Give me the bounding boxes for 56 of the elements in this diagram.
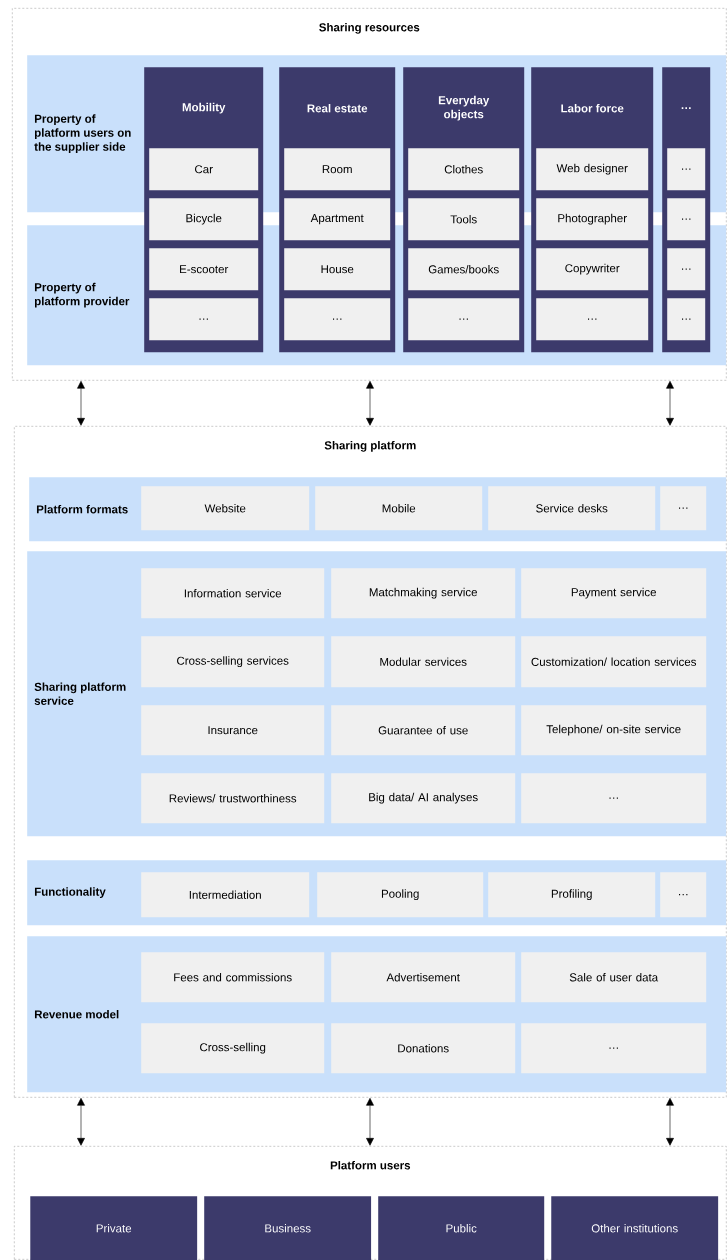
item-box: Room bbox=[284, 148, 391, 191]
item-box: Car bbox=[149, 148, 259, 191]
double-arrow bbox=[666, 380, 674, 426]
item-box: Photographer bbox=[536, 198, 649, 241]
item-box: Matchmaking service bbox=[331, 568, 516, 619]
item-box: Insurance bbox=[141, 705, 325, 756]
item-box: Mobile bbox=[315, 486, 483, 531]
item-box: Advertisement bbox=[331, 952, 516, 1003]
item-box: … bbox=[408, 298, 520, 341]
item-box: Tools bbox=[408, 198, 520, 241]
item-box: … bbox=[521, 1023, 707, 1074]
double-arrow bbox=[366, 380, 374, 426]
item-box: E-scooter bbox=[149, 248, 259, 291]
item-box: Web designer bbox=[536, 148, 649, 191]
item-box: Games/books bbox=[408, 248, 520, 291]
double-arrow bbox=[77, 1098, 85, 1146]
item-box: Telephone/ on-site service bbox=[521, 705, 707, 756]
item-box: Modular services bbox=[331, 636, 516, 688]
item-box: Cross-selling services bbox=[141, 636, 325, 688]
item-box: Apartment bbox=[284, 198, 391, 241]
item-box: Copywriter bbox=[536, 248, 649, 291]
item-box: Fees and commissions bbox=[141, 952, 325, 1003]
item-box: Payment service bbox=[521, 568, 707, 619]
item-box: … bbox=[521, 773, 707, 824]
item-box: Information service bbox=[141, 568, 325, 619]
item-box: Donations bbox=[331, 1023, 516, 1074]
item-box: … bbox=[667, 198, 706, 241]
item-box: … bbox=[667, 298, 706, 341]
double-arrow bbox=[666, 1098, 674, 1146]
item-box: Reviews/ trustworthiness bbox=[141, 773, 325, 824]
item-box: Clothes bbox=[408, 148, 520, 191]
item-box: … bbox=[660, 872, 707, 918]
item-box: Sale of user data bbox=[521, 952, 707, 1003]
item-box: Cross-selling bbox=[141, 1023, 325, 1074]
double-arrow bbox=[366, 1098, 374, 1146]
user-group-box: Other institutions bbox=[551, 1196, 719, 1260]
item-box: Customization/ location services bbox=[521, 636, 707, 688]
double-arrow bbox=[77, 380, 85, 426]
user-group-box: Private bbox=[30, 1196, 198, 1260]
item-box: House bbox=[284, 248, 391, 291]
item-box: … bbox=[149, 298, 259, 341]
item-box: … bbox=[284, 298, 391, 341]
user-group-box: Public bbox=[378, 1196, 545, 1260]
item-box: … bbox=[536, 298, 649, 341]
item-box: Guarantee of use bbox=[331, 705, 516, 756]
item-box: … bbox=[667, 148, 706, 191]
item-box: Service desks bbox=[488, 486, 656, 531]
user-group-box: Business bbox=[204, 1196, 372, 1260]
item-box: Bicycle bbox=[149, 198, 259, 241]
item-box: Pooling bbox=[317, 872, 484, 918]
item-box: … bbox=[660, 486, 707, 531]
item-box: … bbox=[667, 248, 706, 291]
item-box: Profiling bbox=[488, 872, 656, 918]
item-box: Intermediation bbox=[141, 872, 310, 918]
item-box: Website bbox=[141, 486, 310, 531]
item-box: Big data/ AI analyses bbox=[331, 773, 516, 824]
